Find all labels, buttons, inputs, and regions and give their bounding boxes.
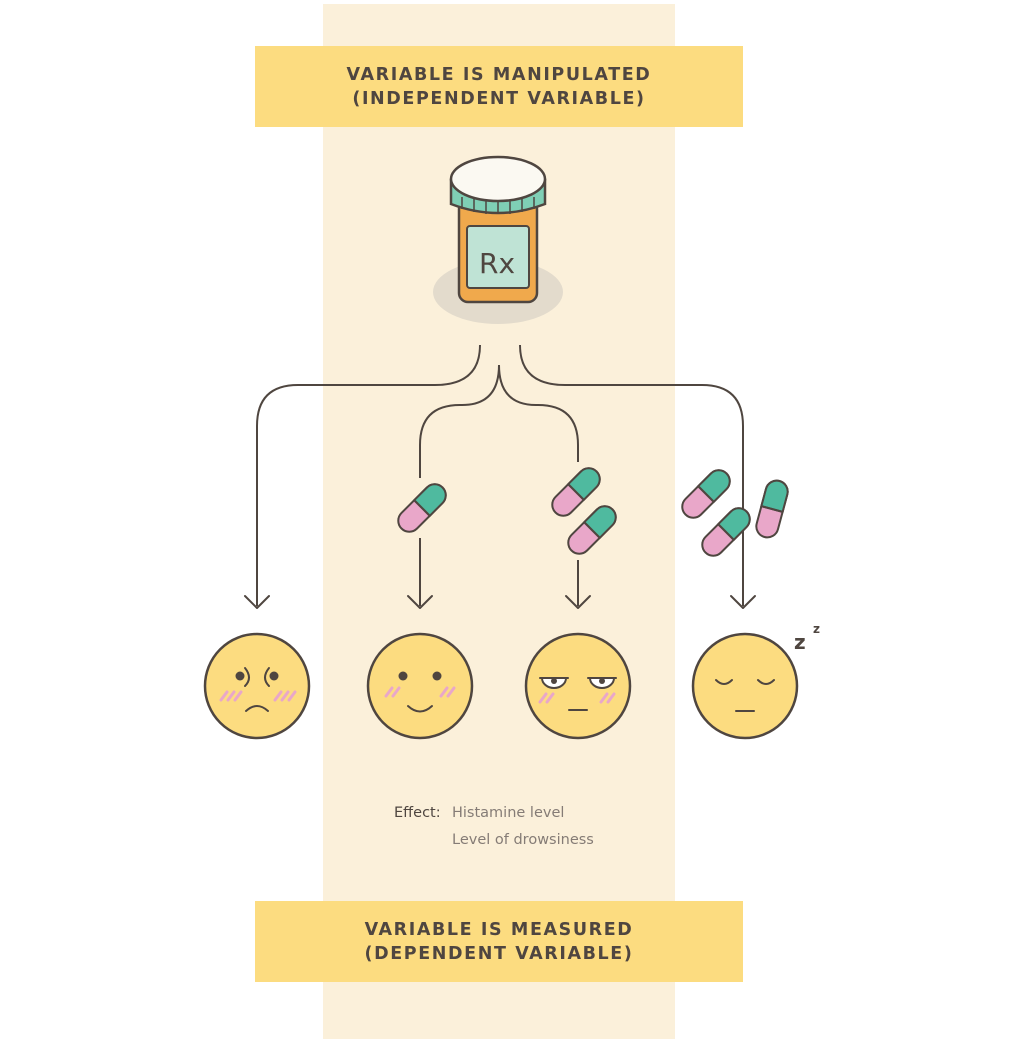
pill-bottle-icon: Rx: [433, 155, 563, 324]
effect-value-histamine: Histamine level: [452, 805, 565, 821]
drowsy-face-icon: [524, 632, 632, 740]
happy-face-icon: [366, 632, 474, 740]
arrowheads: [244, 595, 756, 609]
capsule-group-medium: [546, 462, 622, 560]
effect-label: Effect:: [394, 805, 441, 821]
capsule-icon: [752, 477, 792, 541]
independent-variable-subtitle: (INDEPENDENT VARIABLE): [352, 88, 646, 109]
sleeping-face-icon: [691, 632, 799, 740]
dependent-variable-subtitle: (DEPENDENT VARIABLE): [364, 943, 634, 964]
effect-value-drowsiness: Level of drowsiness: [452, 832, 594, 848]
capsule-icon: [392, 478, 452, 538]
independent-variable-banner: VARIABLE IS MANIPULATED (INDEPENDENT VAR…: [255, 46, 743, 127]
independent-variable-title: VARIABLE IS MANIPULATED: [346, 64, 652, 85]
sleep-z-small: z: [813, 622, 820, 636]
dependent-variable-title: VARIABLE IS MEASURED: [364, 919, 634, 940]
worried-face-icon: [203, 632, 311, 740]
sleep-z-large: z: [794, 630, 806, 654]
dependent-variable-banner: VARIABLE IS MEASURED (DEPENDENT VARIABLE…: [255, 901, 743, 982]
branch-connectors: [256, 344, 744, 606]
capsule-group-high: [676, 464, 792, 562]
capsule-icon: [676, 464, 736, 524]
capsule-group-low: [392, 478, 452, 538]
capsule-icon: [696, 502, 756, 562]
rx-label: Rx: [479, 247, 515, 280]
